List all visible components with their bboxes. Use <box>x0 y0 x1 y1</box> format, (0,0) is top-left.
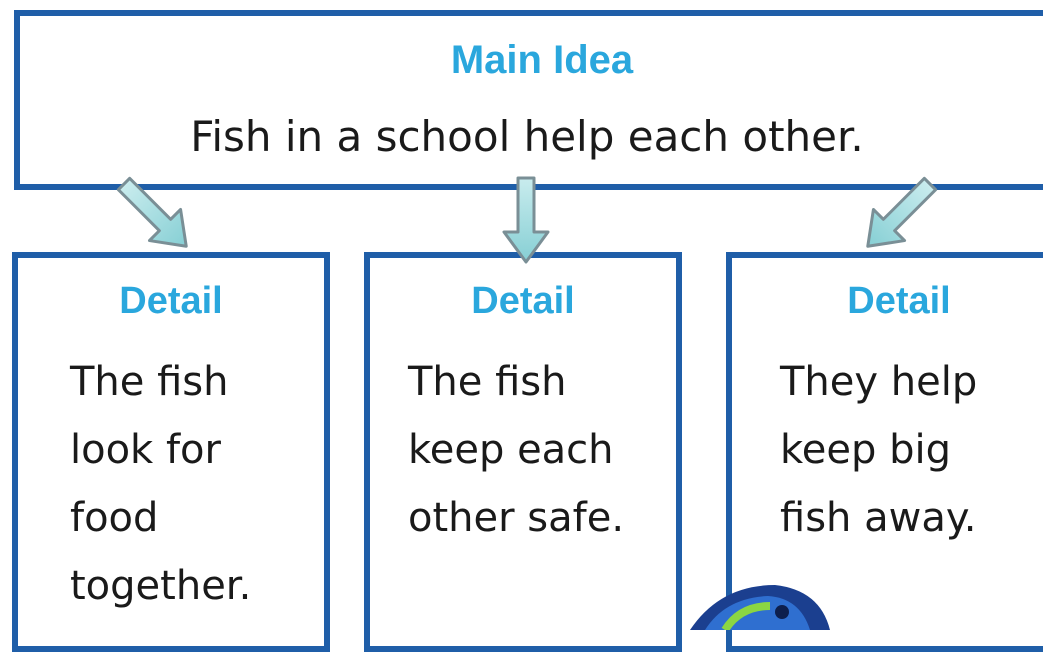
detail-text-1: The fish look for food together. <box>70 359 252 609</box>
detail-heading-2: Detail <box>471 280 575 322</box>
detail-box-3: Detail They help keep big fish away. <box>726 252 1043 652</box>
arrow-down-icon <box>502 176 550 264</box>
main-idea-heading: Main Idea <box>450 38 634 82</box>
main-idea-box: Main Idea Fish in a school help each oth… <box>14 10 1043 190</box>
detail-text-3: They help keep big fish away. <box>780 359 978 541</box>
detail-box-2: Detail The fish keep each other safe. <box>364 252 682 652</box>
detail-text-2: The fish keep each other safe. <box>408 359 625 541</box>
detail-box-1: Detail The fish look for food together. <box>12 252 330 652</box>
main-idea-text: Fish in a school help each other. <box>190 112 864 161</box>
detail-heading-3: Detail <box>847 280 951 322</box>
detail-heading-1: Detail <box>119 280 223 322</box>
